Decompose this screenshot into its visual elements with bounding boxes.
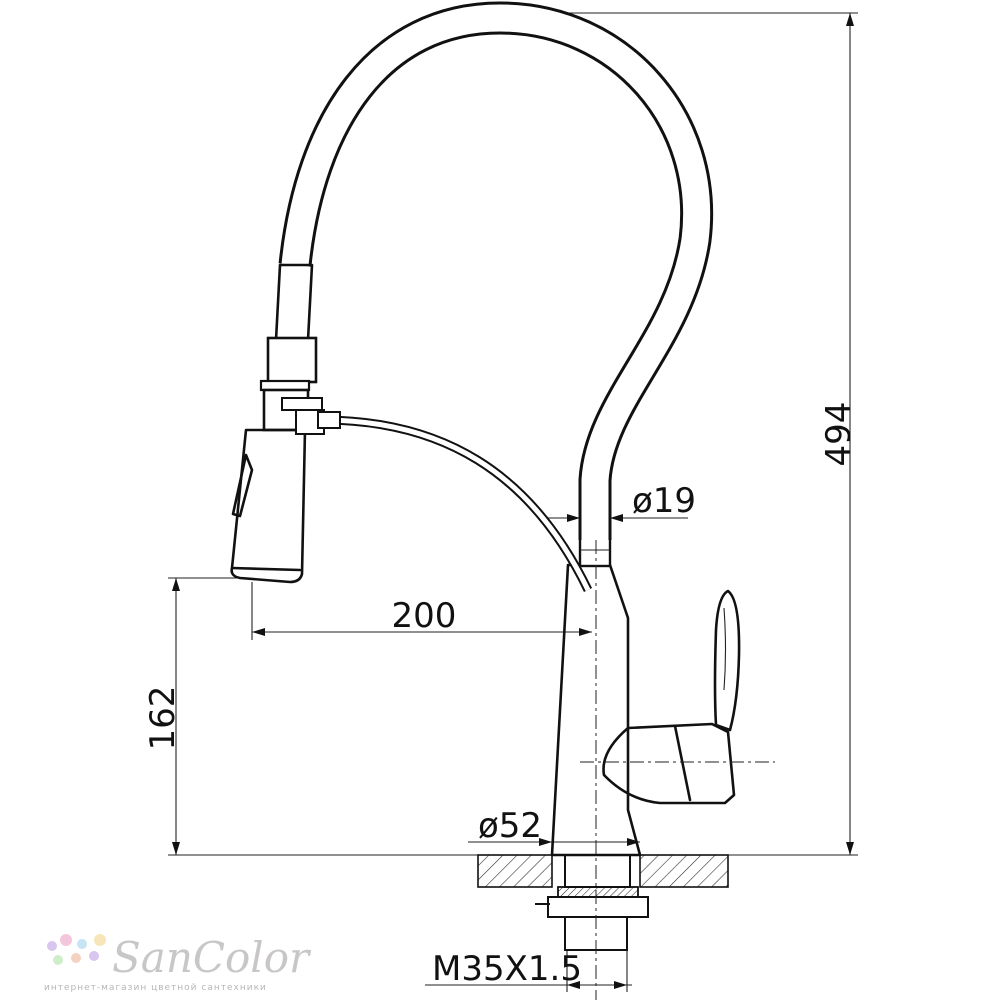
countertop-section — [477, 854, 729, 888]
logo-dots — [47, 934, 106, 965]
center-axis-lines — [580, 540, 775, 1000]
spray-head — [230, 336, 325, 584]
brand-name: SanColor — [112, 933, 312, 982]
dimension-reach: 200 — [392, 596, 457, 636]
brand-tagline: интернет-магазин цветной сантехники — [44, 983, 267, 993]
dimension-spout-height: 162 — [143, 686, 183, 751]
dimension-base-diameter: ø52 — [478, 806, 542, 846]
dimension-total-height: 494 — [819, 402, 859, 467]
pull-out-hose — [317, 411, 593, 592]
dimension-thread: M35X1.5 — [432, 949, 582, 989]
dimension-lines — [168, 12, 858, 992]
faucet-body — [550, 536, 741, 857]
dimension-hose-diameter: ø19 — [632, 481, 696, 521]
brand-logo: SanColor интернет-магазин цветной сантех… — [44, 933, 312, 993]
